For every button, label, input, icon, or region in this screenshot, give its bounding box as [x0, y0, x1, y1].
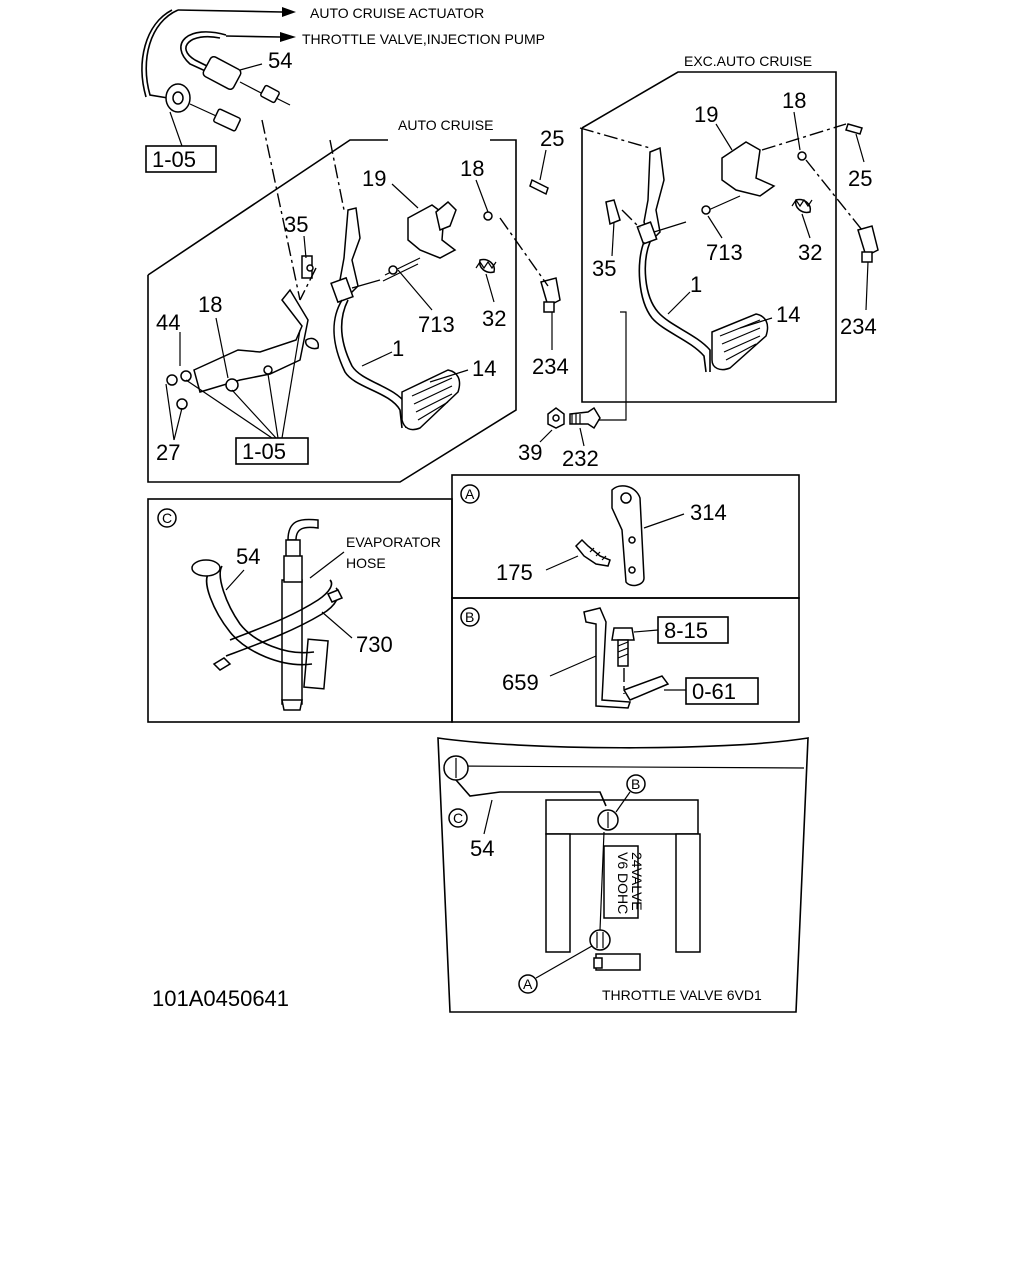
ref-1-05-bottom-label: 1-05: [242, 439, 286, 464]
bolt-nut-group: [547, 311, 627, 430]
part-number-18-left: 18: [460, 156, 484, 181]
marker-c-engine: C: [453, 810, 463, 826]
marker-a: A: [465, 486, 475, 502]
part-number-54-bottom: 54: [470, 836, 494, 861]
ref-box-0-61: [685, 677, 759, 705]
part-number-1-left: 1: [392, 336, 404, 361]
part-number-14-right: 14: [776, 302, 800, 327]
part-number-25-left: 25: [540, 126, 564, 151]
part-number-730: 730: [356, 632, 393, 657]
part-number-1-right: 1: [690, 272, 702, 297]
pedal-assembly-left: [166, 200, 561, 431]
panel-a: A: [451, 474, 800, 599]
auto-cruise-label: AUTO CRUISE: [398, 117, 493, 133]
part-number-54-top: 54: [268, 48, 292, 73]
part-number-659: 659: [502, 670, 539, 695]
engine-label-1: V6 DOHC: [615, 852, 631, 914]
marker-b: B: [465, 609, 474, 625]
exc-auto-cruise-frame: EXC.AUTO CRUISE: [581, 53, 837, 403]
part-number-39: 39: [518, 440, 542, 465]
cable-assembly-top: [141, 7, 296, 147]
exc-auto-cruise-label: EXC.AUTO CRUISE: [684, 53, 812, 69]
part-number-314: 314: [690, 500, 727, 525]
marker-a-engine: A: [523, 976, 533, 992]
part-number-19-right: 19: [694, 102, 718, 127]
part-number-27: 27: [156, 440, 180, 465]
panel-b: B: [451, 597, 800, 723]
throttle-valve-6vd1-label: THROTTLE VALVE 6VD1: [602, 987, 762, 1003]
part-number-232: 232: [562, 446, 599, 471]
ref-1-05-top-label: 1-05: [152, 147, 196, 172]
part-number-54-c: 54: [236, 544, 260, 569]
part-number-713-left: 713: [418, 312, 455, 337]
part-number-32-right: 32: [798, 240, 822, 265]
part-number-35-right: 35: [592, 256, 616, 281]
part-number-18-lower: 18: [198, 292, 222, 317]
part-number-14-left: 14: [472, 356, 496, 381]
part-number-32-left: 32: [482, 306, 506, 331]
part-number-25-right: 25: [848, 166, 872, 191]
marker-c: C: [162, 510, 172, 526]
ref-8-15-label: 8-15: [664, 618, 708, 643]
ref-box-1-05-top: [145, 145, 217, 173]
evaporator-hose-label-2: HOSE: [346, 555, 386, 571]
part-number-234-right: 234: [840, 314, 877, 339]
throttle-valve-injection-pump-label: THROTTLE VALVE,INJECTION PUMP: [302, 31, 545, 47]
evaporator-hose-label-1: EVAPORATOR: [346, 534, 441, 550]
part-number-35-left: 35: [284, 212, 308, 237]
drawing-number: 101A0450641: [152, 986, 289, 1011]
part-number-713-right: 713: [706, 240, 743, 265]
engine-label-2: 24VALVE: [629, 852, 645, 911]
part-number-19-left: 19: [362, 166, 386, 191]
ref-0-61-label: 0-61: [692, 679, 736, 704]
engine-bay-view: [437, 737, 809, 1013]
part-number-18-right: 18: [782, 88, 806, 113]
ref-box-1-05-bottom: [235, 437, 309, 465]
part-number-234-left: 234: [532, 354, 569, 379]
panel-c: C: [147, 498, 453, 723]
part-number-44: 44: [156, 310, 180, 335]
auto-cruise-frame: AUTO CRUISE: [147, 117, 517, 483]
auto-cruise-actuator-label: AUTO CRUISE ACTUATOR: [310, 5, 484, 21]
marker-b-engine: B: [631, 776, 640, 792]
part-number-175: 175: [496, 560, 533, 585]
